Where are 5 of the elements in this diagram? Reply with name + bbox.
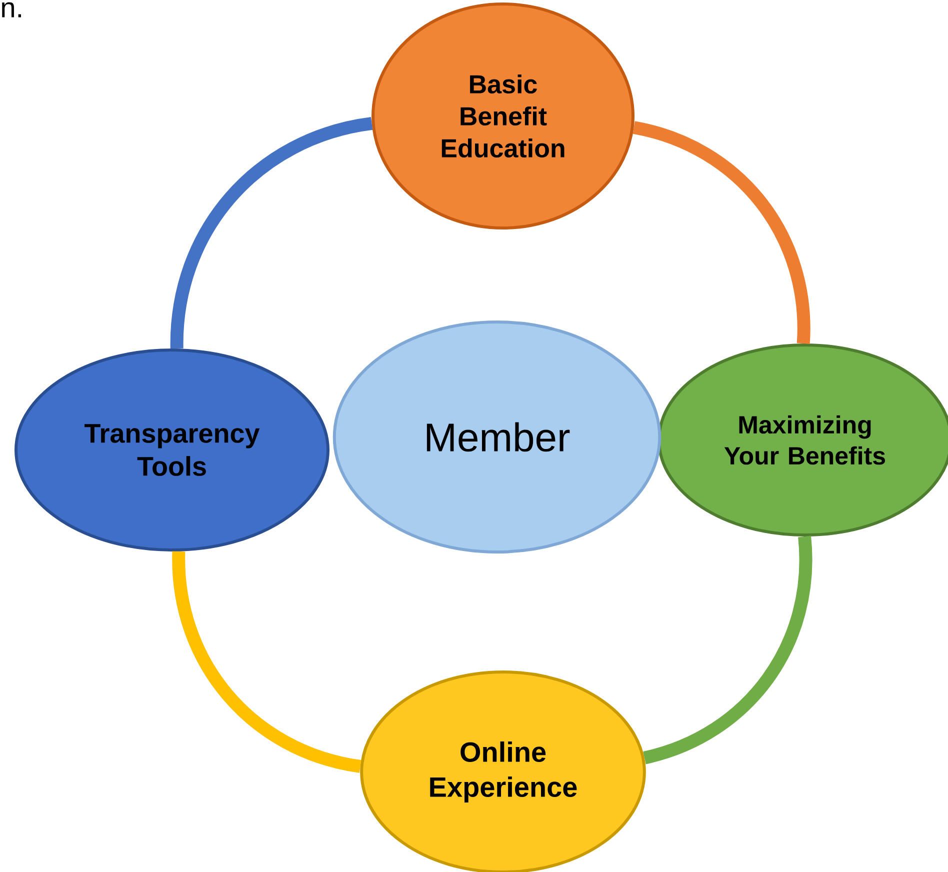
ring-arc [642, 536, 812, 764]
ring-arc [632, 121, 810, 344]
ring-arc [172, 551, 362, 773]
ring-arc [170, 117, 373, 349]
text-fragment: n. [2, 2, 21, 18]
